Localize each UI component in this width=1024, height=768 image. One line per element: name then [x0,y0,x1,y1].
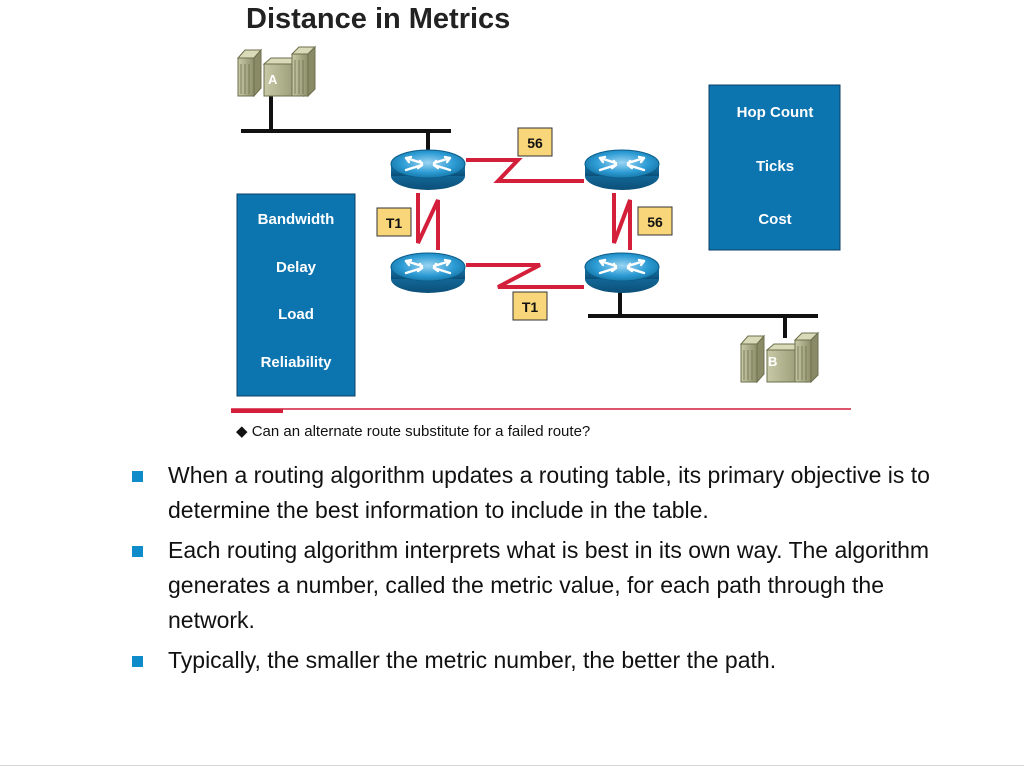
metric-label: Ticks [756,158,794,175]
metric-box-right [708,84,841,251]
metric-label: Load [278,306,314,323]
square-bullet-icon [132,656,143,667]
link-tag-bottom [512,291,548,321]
list-item: Typically, the smaller the metric number… [128,643,968,678]
zigzag-link-icon [612,193,632,250]
router-icon [583,251,661,295]
link-tag-right [637,206,673,236]
router-icon [389,251,467,295]
router-icon [583,148,661,192]
list-item-text: When a routing algorithm updates a routi… [168,462,930,523]
square-bullet-icon [132,471,143,482]
page-title: Distance in Metrics [246,3,510,35]
zigzag-link-icon [466,263,584,289]
host-b-label: B [768,354,777,369]
link-tag-top [517,127,553,157]
link-tag-left-label: T1 [386,215,403,231]
metric-label: Delay [276,259,317,276]
server-icon [740,332,819,383]
link-tag-right-label: 56 [647,214,663,230]
metric-label: Reliability [261,354,333,371]
link-tag-bottom-label: T1 [522,299,539,315]
bullet-list: When a routing algorithm updates a routi… [128,458,968,683]
link-tag-left [376,207,412,237]
link-tag-top-label: 56 [527,135,543,151]
list-item-text: Each routing algorithm interprets what i… [168,537,930,633]
metric-label: Cost [758,211,791,228]
zigzag-link-icon [466,158,584,183]
square-bullet-icon [132,546,143,557]
metric-label: Bandwidth [258,211,335,228]
separator-accent [231,409,283,413]
list-item: When a routing algorithm updates a routi… [128,458,968,528]
router-icon [389,148,467,192]
metric-label: Hop Count [737,104,814,121]
diagram-caption: ◆ Can an alternate route substitute for … [236,423,590,440]
host-a-label: A [268,72,278,87]
bottom-rule [0,765,1024,766]
list-item-text: Typically, the smaller the metric number… [168,647,777,673]
network-diagram: Distance in Metrics A B 56 T1 56 T1 Band… [231,3,851,440]
metric-box-left [236,193,356,397]
zigzag-link-icon [416,193,440,250]
list-item: Each routing algorithm interprets what i… [128,533,968,638]
